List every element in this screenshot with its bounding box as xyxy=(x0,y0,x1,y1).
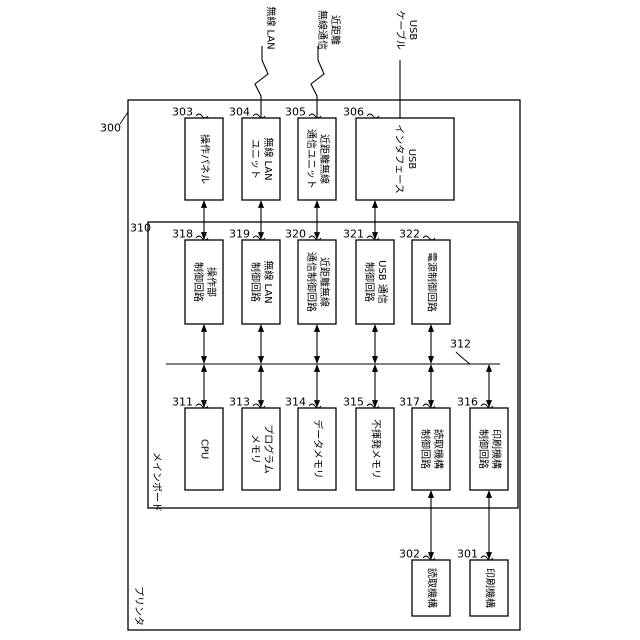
peripheral-305-label-line: 通信ユニット xyxy=(305,129,317,189)
controller-322-label: 電源制御回路 xyxy=(426,252,439,312)
ref-316-text: 316 xyxy=(457,396,478,409)
ref-321-text: 321 xyxy=(343,228,364,241)
module-316-label-line: 印刷機構 xyxy=(490,429,503,469)
blocks xyxy=(185,118,508,616)
module-316-label-line: 制御回路 xyxy=(477,429,490,469)
mechanism-301-label: 印刷機構 xyxy=(484,568,497,608)
ref-316: 316 xyxy=(457,396,493,409)
ref-305-text: 305 xyxy=(285,106,306,119)
ref-305: 305 xyxy=(285,106,321,119)
controller-319-label-line: 無線 LAN xyxy=(262,260,275,303)
ref-313-text: 313 xyxy=(229,396,250,409)
usb-external-label: USBケーブル xyxy=(394,10,418,49)
controller-318 xyxy=(185,240,223,324)
module-314-label-line: データメモリ xyxy=(312,419,325,479)
ref-321: 321 xyxy=(343,228,379,241)
controller-321-label-line: USB 通信 xyxy=(376,260,388,304)
peripheral-303-label: 操作パネル xyxy=(199,134,212,184)
module-311-label-line: CPU xyxy=(199,439,210,459)
ref-320-text: 320 xyxy=(285,228,306,241)
controller-322-label-line: 電源制御回路 xyxy=(426,252,439,312)
ref-314-text: 314 xyxy=(285,396,306,409)
ref-319: 319 xyxy=(229,228,265,241)
ref-320: 320 xyxy=(285,228,321,241)
peripheral-304 xyxy=(242,118,280,200)
mechanism-301-label-line: 印刷機構 xyxy=(484,568,497,608)
controller-319 xyxy=(242,240,280,324)
wlan-external-label-line: 無線 LAN xyxy=(265,6,278,49)
printer-label: プリンタ xyxy=(133,586,145,626)
controller-320-label-line: 通信制御回路 xyxy=(305,252,318,312)
peripheral-304-label-line: 無線 LAN xyxy=(262,137,275,180)
ref-318-text: 318 xyxy=(172,228,193,241)
ref-304-text: 304 xyxy=(229,106,250,119)
bus-ref-leader xyxy=(456,352,470,364)
module-315-label: 不揮発メモリ xyxy=(370,419,383,479)
module-317-label-line: 読取機構 xyxy=(432,429,445,469)
ref-319-text: 319 xyxy=(229,228,250,241)
ref-304: 304 xyxy=(229,106,265,119)
printer-label-line: プリンタ xyxy=(133,586,145,626)
usb-external-label-line: USB xyxy=(407,20,418,41)
ref-315-text: 315 xyxy=(343,396,364,409)
controller-320-label-line: 近距離無線 xyxy=(318,257,331,307)
printer-ref: 300 xyxy=(100,122,121,135)
nfc-external-label-line: 近距離 xyxy=(329,15,342,45)
ref-306-text: 306 xyxy=(343,106,364,119)
module-317-label-line: 制御回路 xyxy=(419,429,432,469)
controller-318-label-line: 操作部 xyxy=(205,267,218,297)
mainboard-label: メインボード xyxy=(151,452,163,512)
wlan-external-label: 無線 LAN xyxy=(265,6,278,49)
ref-306: 306 xyxy=(343,106,379,119)
ref-303-text: 303 xyxy=(172,106,193,119)
controller-320 xyxy=(298,240,336,324)
mechanism-302-label: 読取機構 xyxy=(426,568,439,608)
module-315-label-line: 不揮発メモリ xyxy=(370,419,383,479)
nfc-external-label: 近距離無線通信 xyxy=(316,10,342,50)
ref-318: 318 xyxy=(172,228,208,241)
peripheral-304-label-line: ユニット xyxy=(249,139,260,179)
peripheral-306-label-line: USB xyxy=(406,149,417,170)
peripheral-305 xyxy=(298,118,336,200)
mechanism-302-label-line: 読取機構 xyxy=(426,568,439,608)
ref-313: 313 xyxy=(229,396,265,409)
module-316 xyxy=(470,408,508,490)
mainboard-label-line: メインボード xyxy=(151,452,163,512)
ref-301: 301 xyxy=(457,548,493,561)
module-313-label-line: プログラム xyxy=(262,424,275,474)
nfc-external-label-line: 無線通信 xyxy=(316,10,329,50)
ref-302: 302 xyxy=(399,548,435,561)
module-311-label: CPU xyxy=(199,439,210,459)
wlan-link xyxy=(255,46,268,118)
module-313 xyxy=(242,408,280,490)
ref-301-text: 301 xyxy=(457,548,478,561)
peripheral-305-label-line: 近距離無線 xyxy=(318,134,331,184)
mainboard-ref: 310 xyxy=(130,222,151,235)
ref-303: 303 xyxy=(172,106,208,119)
ref-317-text: 317 xyxy=(399,396,420,409)
nfc-link xyxy=(311,46,324,118)
module-313-label-line: メモリ xyxy=(249,434,260,464)
peripheral-306 xyxy=(356,118,454,200)
controller-319-label-line: 制御回路 xyxy=(249,262,262,302)
ref-311: 311 xyxy=(172,396,208,409)
peripheral-303-label-line: 操作パネル xyxy=(199,134,212,184)
ref-311-text: 311 xyxy=(172,396,193,409)
ref-302-text: 302 xyxy=(399,548,420,561)
controller-321 xyxy=(356,240,394,324)
ref-314: 314 xyxy=(285,396,321,409)
ref-315: 315 xyxy=(343,396,379,409)
module-317 xyxy=(412,408,450,490)
ref-322: 322 xyxy=(399,228,435,241)
controller-321-label-line: 制御回路 xyxy=(363,262,376,302)
printer-ref-leader xyxy=(120,112,128,124)
peripheral-306-label-line: インタフェース xyxy=(393,124,405,194)
usb-external-label-line: ケーブル xyxy=(394,10,407,49)
module-314-label: データメモリ xyxy=(312,419,325,479)
ref-322-text: 322 xyxy=(399,228,420,241)
ref-317: 317 xyxy=(399,396,435,409)
bus-ref: 312 xyxy=(450,338,471,351)
controller-318-label-line: 制御回路 xyxy=(192,262,205,302)
